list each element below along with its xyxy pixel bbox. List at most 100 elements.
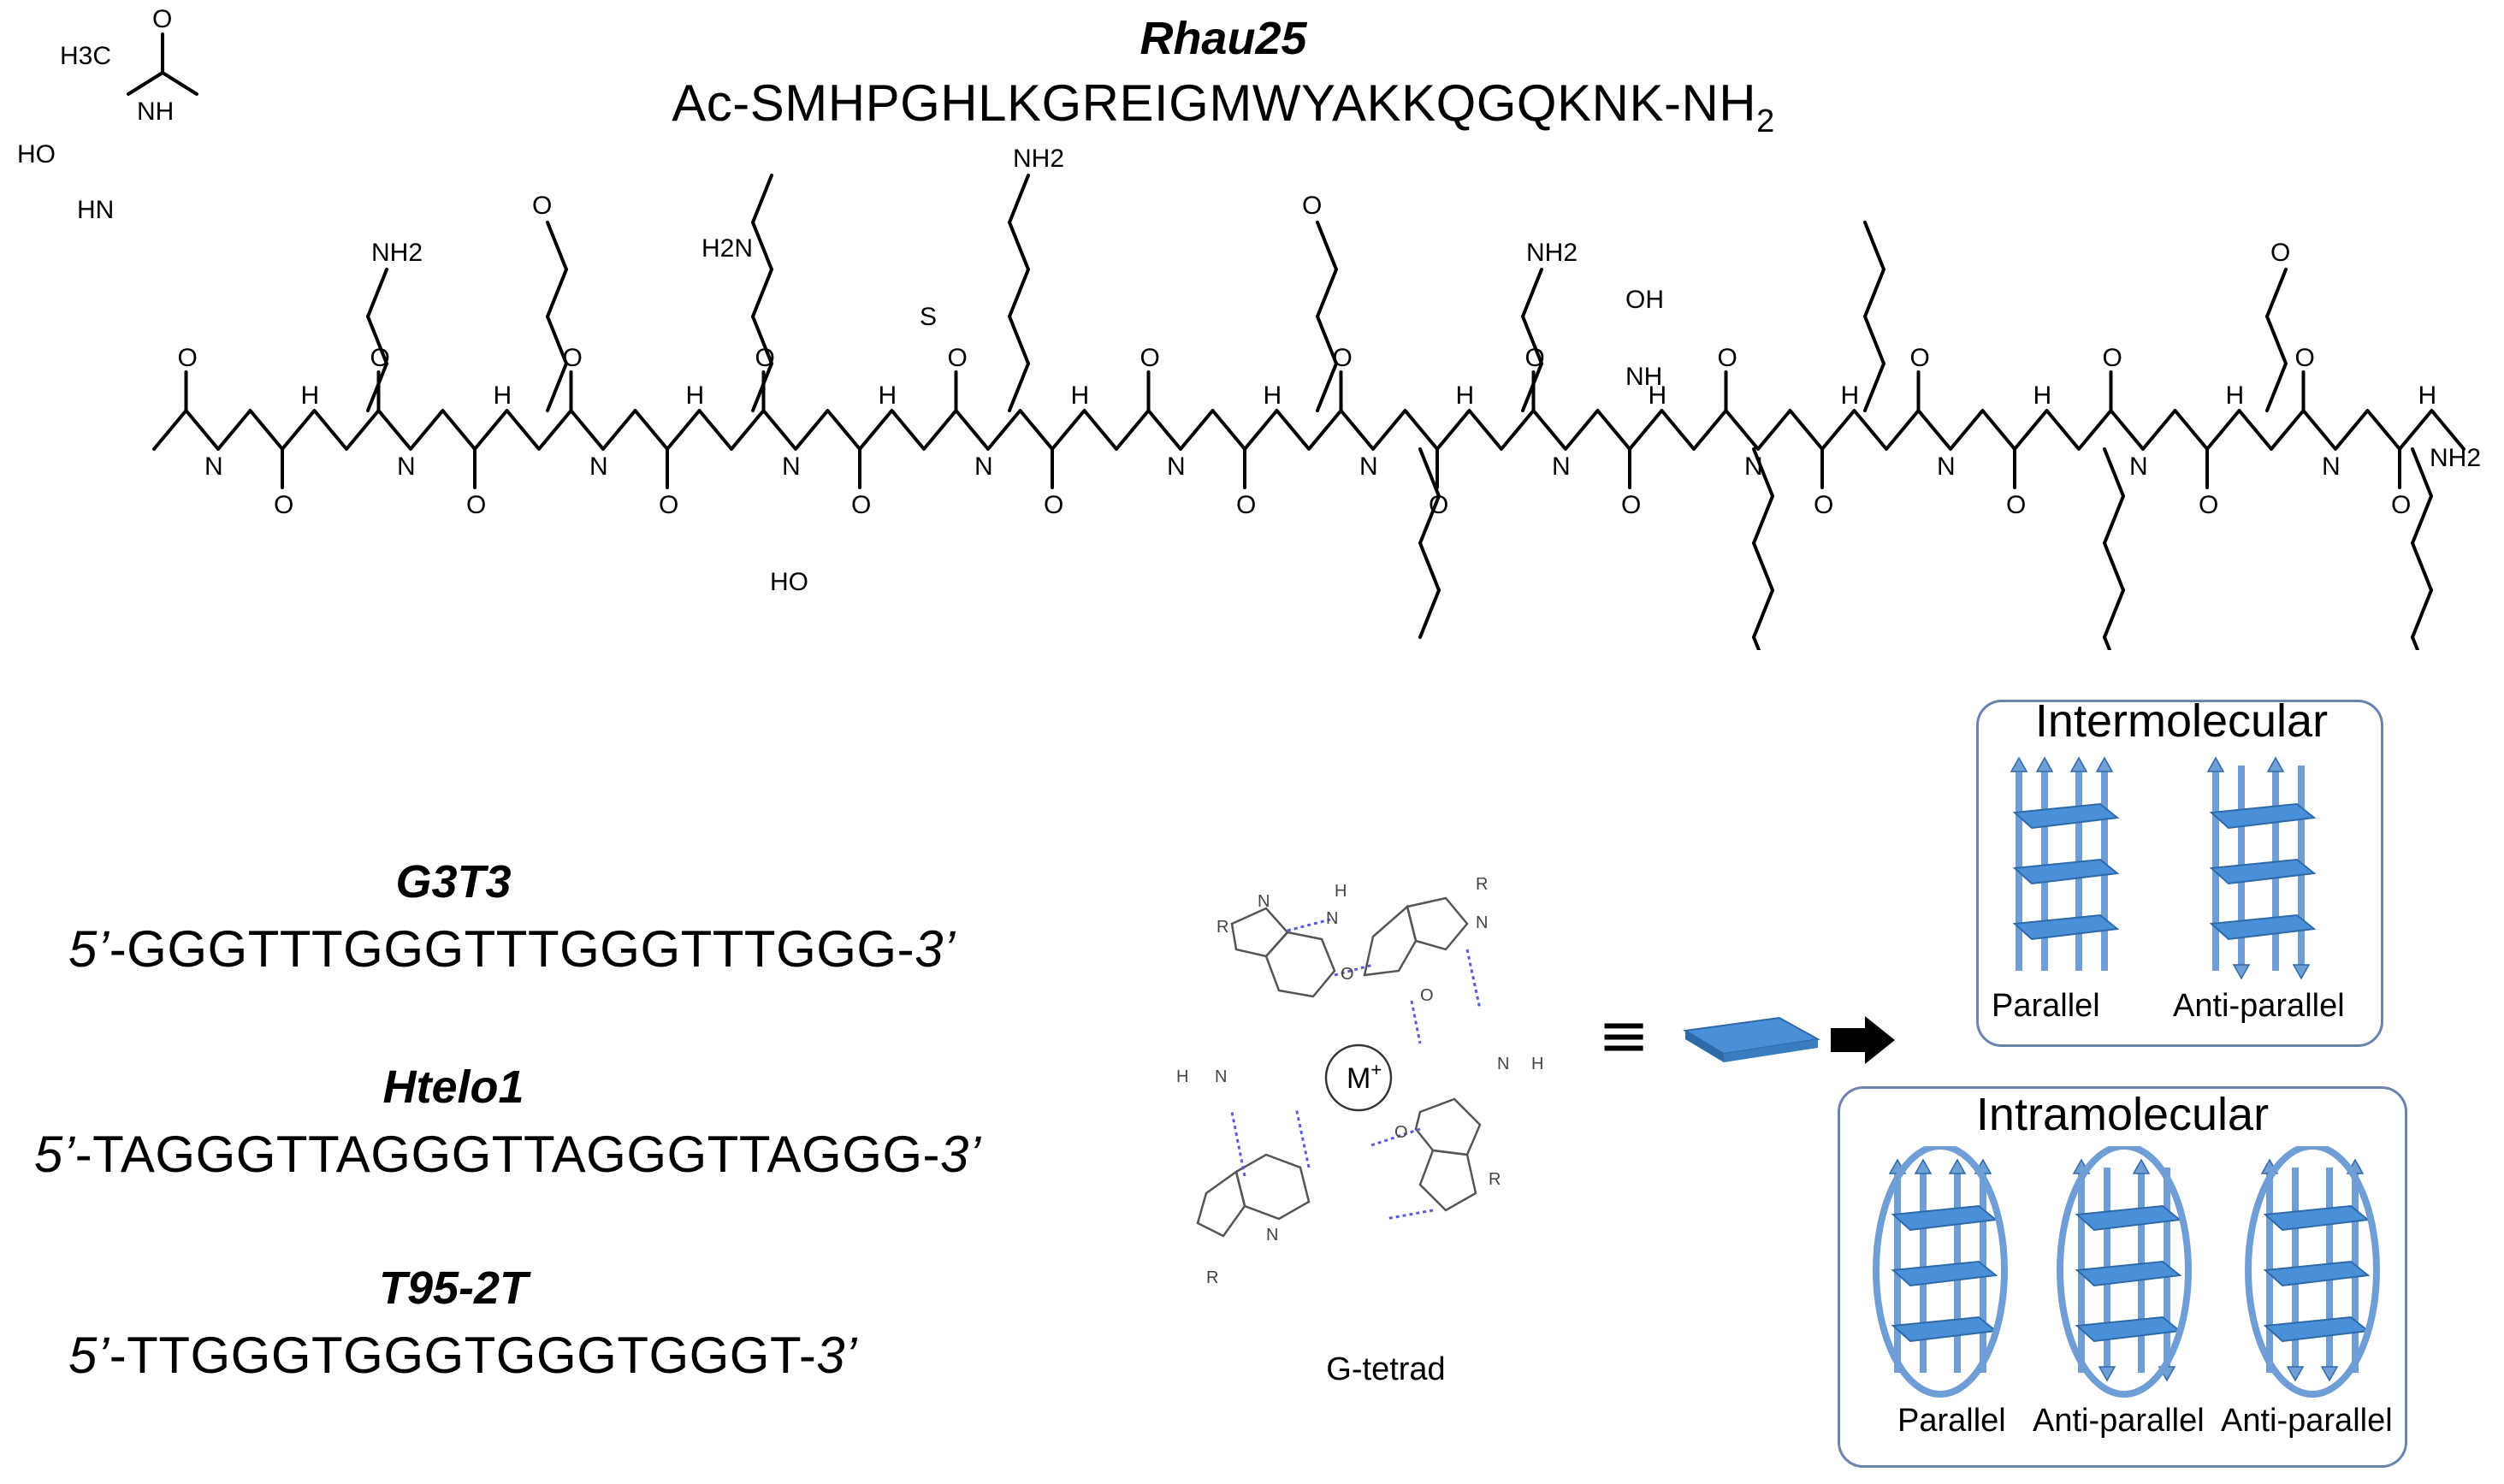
seq-htelo1: 5’-TAGGGTTAGGGTTAGGGTTAGGG-3’ [34, 1125, 980, 1184]
svg-text:N: N [1258, 892, 1270, 911]
strand-arrow-icon [2010, 756, 2028, 772]
seq-g3t3: 5’-GGGTTTGGGTTTGGGTTTGGG-3’ [68, 919, 955, 978]
tetrad-atom-labels: R N H N O R N O N H R O N N H R [1176, 875, 1543, 1287]
g-tetrad-label: G-tetrad [1326, 1351, 1446, 1387]
side-chain-bond [751, 174, 773, 224]
glutamate-hydroxyl: HO [770, 568, 808, 596]
side-chain-bond [2411, 494, 2433, 545]
carbonyl-oxygen: O [659, 491, 678, 519]
amide-atom: N [974, 452, 993, 481]
side-chain-bond [751, 315, 773, 365]
amide-atom: H [1841, 381, 1860, 410]
side-chain-bond [2265, 315, 2288, 365]
acetyl-bond [127, 71, 164, 96]
intramolecular-label-antiparallel-1: Anti-parallel [2033, 1403, 2205, 1439]
side-chain-bond [546, 221, 568, 271]
amide-atom: N [589, 452, 608, 481]
side-chain-bond [1521, 362, 1543, 412]
side-chain-bond [2411, 588, 2433, 639]
side-chain-bond [1316, 315, 1338, 365]
amide-atom: N [204, 452, 223, 481]
seq-g3t3-body: -GGGTTTGGGTTTGGGTTTGGG- [109, 920, 915, 978]
strand-arrow-icon [1948, 1158, 1967, 1174]
strand-arrow-icon [2206, 756, 2225, 772]
side-chain-bond [2411, 447, 2433, 498]
side-chain-bond [1418, 494, 1441, 545]
arginine-amine: H2N [701, 234, 753, 263]
methionine-sulfur: S [920, 303, 937, 331]
strand-arrow-icon [2292, 964, 2311, 980]
amide-atom: H [1456, 381, 1475, 410]
tyrosine-hydroxyl: OH [1625, 286, 1664, 314]
tetrad-plate [2209, 802, 2317, 830]
side-chain-bond [1316, 362, 1338, 412]
svg-text:H: H [1176, 1067, 1188, 1086]
carbonyl-oxygen: O [1814, 491, 1833, 519]
side-chain-bond [546, 268, 568, 318]
svg-text:N: N [1326, 909, 1338, 928]
seq-t952t: 5’-TTGGGTGGGTGGGTGGGT-3’ [68, 1326, 857, 1385]
tetrad-plate-front [1724, 1039, 1818, 1062]
side-chain-oxygen: O [1302, 192, 1322, 220]
acetyl-amide: NH [137, 98, 174, 126]
side-chain-bond [366, 362, 388, 412]
side-chain-oxygen: O [532, 192, 552, 220]
amide-atom: H [301, 381, 320, 410]
carbonyl-oxygen: O [1910, 344, 1930, 372]
intramolecular-antiparallel-quadruplex-2 [2245, 1146, 2380, 1398]
intramolecular-panel [1838, 1086, 2407, 1468]
tetrad-guanine-bottom-right [1414, 1097, 1482, 1212]
strand-arrow-icon [2132, 1158, 2151, 1174]
svg-text:H: H [1531, 1055, 1543, 1073]
strand-arrow-icon [1914, 1158, 1933, 1174]
strand-arrow-icon [2095, 756, 2114, 772]
intermolecular-parallel-quadruplex [2010, 756, 2120, 971]
intramolecular-label-antiparallel-2: Anti-parallel [2221, 1403, 2393, 1439]
g-tetrad-structure: M+ R N H N O R N O N H R O N N H R [1176, 875, 1543, 1287]
carbonyl-oxygen: O [948, 344, 968, 372]
side-chain-bond [751, 221, 773, 271]
tetrad-plate [2012, 858, 2120, 885]
intermolecular-diagram [2010, 756, 2317, 980]
side-chain-bond [546, 362, 568, 412]
strand-arrow-icon [2035, 756, 2054, 772]
seq-htelo1-3prime: 3’ [940, 1126, 981, 1183]
peptide-atom-labels: ONOHONOHONOHONOHONOHONOHONOHONOHONOHONOH… [17, 5, 2481, 596]
carbonyl-oxygen: O [1718, 344, 1737, 372]
side-chain-bond [1008, 174, 1030, 224]
carbonyl-oxygen: O [1333, 344, 1353, 372]
side-chain-bond [1863, 315, 1885, 365]
amide-atom: H [1264, 381, 1282, 410]
acetyl-methyl: H3C [60, 42, 111, 70]
amide-atom: H [686, 381, 705, 410]
tetrad-guanine-bottom-left [1196, 1153, 1311, 1238]
seq-g3t3-5prime: 5’ [68, 920, 110, 978]
side-chain-bond [2411, 541, 2433, 592]
amide-atom: N [1744, 452, 1763, 481]
amide-atom: H [1649, 381, 1667, 410]
svg-text:O: O [1420, 986, 1434, 1005]
strand-arrow-icon [2320, 1366, 2339, 1382]
side-chain-bond [2103, 447, 2125, 498]
svg-text:O: O [1394, 1123, 1408, 1142]
tetrad-plate [2012, 802, 2120, 830]
svg-text:R: R [1216, 918, 1228, 937]
carbonyl-oxygen: O [2295, 344, 2315, 372]
side-chain-bond [1418, 447, 1441, 498]
side-chain-bond [1008, 315, 1030, 365]
side-chain-amine: NH2 [1526, 239, 1578, 267]
carbonyl-oxygen: O [755, 344, 775, 372]
side-chain-bond [2265, 362, 2288, 412]
svg-text:N: N [1266, 1226, 1278, 1245]
c-terminal-amide: NH2 [2430, 444, 2481, 472]
amide-atom: N [397, 452, 416, 481]
tetrad-plate [2075, 1260, 2182, 1287]
side-chain-bond [1316, 221, 1338, 271]
seq-htelo1-5prime: 5’ [34, 1126, 75, 1183]
tetrad-guanine-top-left [1230, 907, 1336, 998]
amide-atom: N [1359, 452, 1378, 481]
intramolecular-title: Intramolecular [1975, 1089, 2270, 1140]
side-chain-bond [2411, 636, 2420, 650]
tetrad-hbonds [1230, 918, 1482, 1221]
